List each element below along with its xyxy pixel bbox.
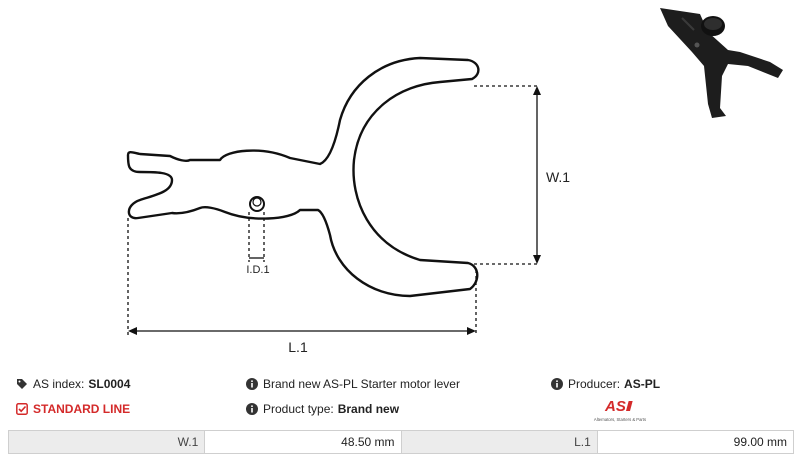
table-row: W.1 48.50 mm L.1 99.00 mm [7,430,795,454]
spec-value-l1: 99.00 mm [596,430,795,454]
standard-line: STANDARD LINE [16,401,130,417]
producer-value: AS-PL [624,377,661,391]
product-type-value: Brand new [337,402,400,416]
check-square-icon [16,403,28,415]
as-index: AS index: SL0004 [16,376,130,392]
info-icon [246,378,258,390]
technical-drawing: I.D.1 W.1 L.1 [126,8,783,355]
pivot-hole-inner [252,197,262,207]
spec-label-w1: W.1 [7,430,206,454]
producer: Producer: AS-PL [551,376,660,392]
logo-mark: AS [604,398,626,415]
tag-icon [17,379,27,389]
info-icon [551,378,563,390]
description: Brand new AS-PL Starter motor lever [246,376,460,392]
product-type: Product type: Brand new [246,401,399,417]
w-arrow-bottom [533,255,541,264]
l-arrow-left [128,327,137,335]
product-thumbnail [660,8,783,118]
pivot-hole [249,196,265,212]
as-pl-logo: AS Alternators, Starters & Parts [594,398,646,422]
product-type-label: Product type: [263,402,334,416]
id-label: I.D.1 [246,264,269,276]
lever-outline [126,56,480,298]
logo-tagline: Alternators, Starters & Parts [594,417,646,422]
spec-value-w1: 48.50 mm [204,430,402,454]
standard-line-label: STANDARD LINE [33,402,131,416]
as-index-value: SL0004 [88,377,131,391]
l-arrow-right [467,327,476,335]
info-icon [246,403,258,415]
specs-table: W.1 48.50 mm L.1 99.00 mm [7,430,795,454]
spec-label-l1: L.1 [400,430,598,454]
as-index-label: AS index: [33,377,85,391]
w-label: W.1 [546,169,570,185]
l-label: L.1 [288,339,308,355]
description-text: Brand new AS-PL Starter motor lever [263,377,460,391]
producer-label: Producer: [568,377,621,391]
w-arrow-top [533,86,541,95]
